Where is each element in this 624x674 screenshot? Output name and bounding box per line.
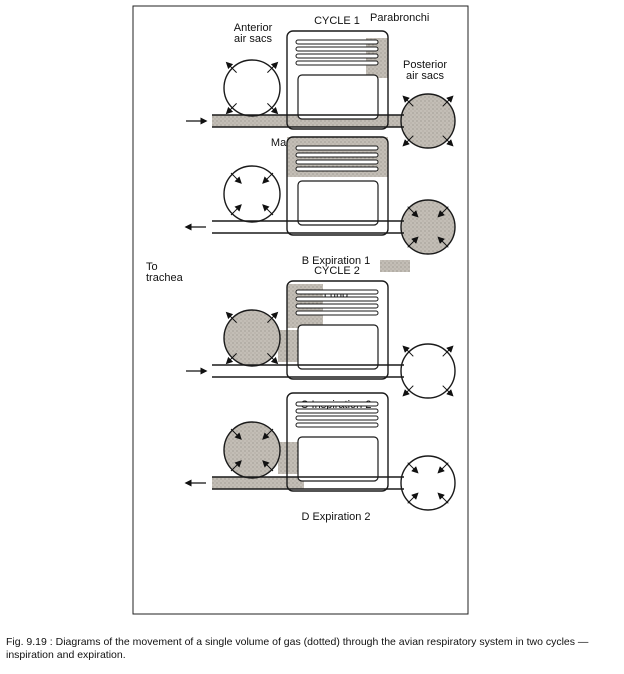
parabronchus-tube xyxy=(296,61,378,65)
posterior-sac-arrow xyxy=(439,463,449,473)
posterior-sac-arrow xyxy=(408,494,418,504)
figure-caption: Fig. 9.19 : Diagrams of the movement of … xyxy=(6,636,618,662)
gas-bronchus xyxy=(212,477,304,489)
gas-anterior-duct xyxy=(278,442,298,474)
parabronchus-tube xyxy=(296,423,378,427)
gas-bronchus xyxy=(380,260,410,272)
lung-chamber xyxy=(298,75,378,119)
parabronchus-tube xyxy=(296,54,378,58)
parabronchus-tube xyxy=(296,402,378,406)
parabronchus-tube xyxy=(296,297,378,301)
anterior-sac-arrow xyxy=(227,103,237,113)
posterior-sac-arrow xyxy=(404,386,414,396)
cycle-label: CYCLE 1 xyxy=(314,15,360,27)
parabronchus-tube xyxy=(296,167,378,171)
parabronchus-tube xyxy=(296,146,378,150)
posterior-sac-arrow xyxy=(443,386,453,396)
posterior-sac-arrow xyxy=(404,347,414,357)
anterior-sac-arrow xyxy=(263,173,273,183)
anterior-sac-arrow xyxy=(227,63,237,73)
parabronchus-tube xyxy=(296,311,378,315)
lung-chamber xyxy=(298,325,378,369)
parabronchus-tube xyxy=(296,47,378,51)
parabronchi-label: Parabronchi xyxy=(370,12,429,24)
parabronchus-tube xyxy=(296,409,378,413)
parabronchus-tube xyxy=(296,304,378,308)
anterior-sac-arrow xyxy=(263,205,273,215)
parabronchus-tube xyxy=(296,153,378,157)
lung-chamber xyxy=(298,181,378,225)
anterior-sac-arrow xyxy=(267,63,277,73)
posterior-sac-arrow xyxy=(439,494,449,504)
parabronchus-tube xyxy=(296,160,378,164)
lung-chamber xyxy=(298,437,378,481)
parabronchus-tube xyxy=(296,416,378,420)
diagram-d: D Expiration 2 xyxy=(186,393,455,523)
panel-label: D Expiration 2 xyxy=(301,511,370,523)
cycle-label: CYCLE 2 xyxy=(314,265,360,277)
parabronchus-tube xyxy=(296,40,378,44)
diagram-c: CYCLE 2C Inspiration 2 xyxy=(186,265,455,411)
posterior-sac-arrow xyxy=(443,347,453,357)
posterior-sac-arrow xyxy=(408,463,418,473)
parabronchus-tube xyxy=(296,290,378,294)
anterior-sac-arrow xyxy=(267,103,277,113)
anterior-sac-arrow xyxy=(231,173,241,183)
gas-anterior-duct xyxy=(278,330,298,362)
anterior-sac-arrow xyxy=(231,205,241,215)
